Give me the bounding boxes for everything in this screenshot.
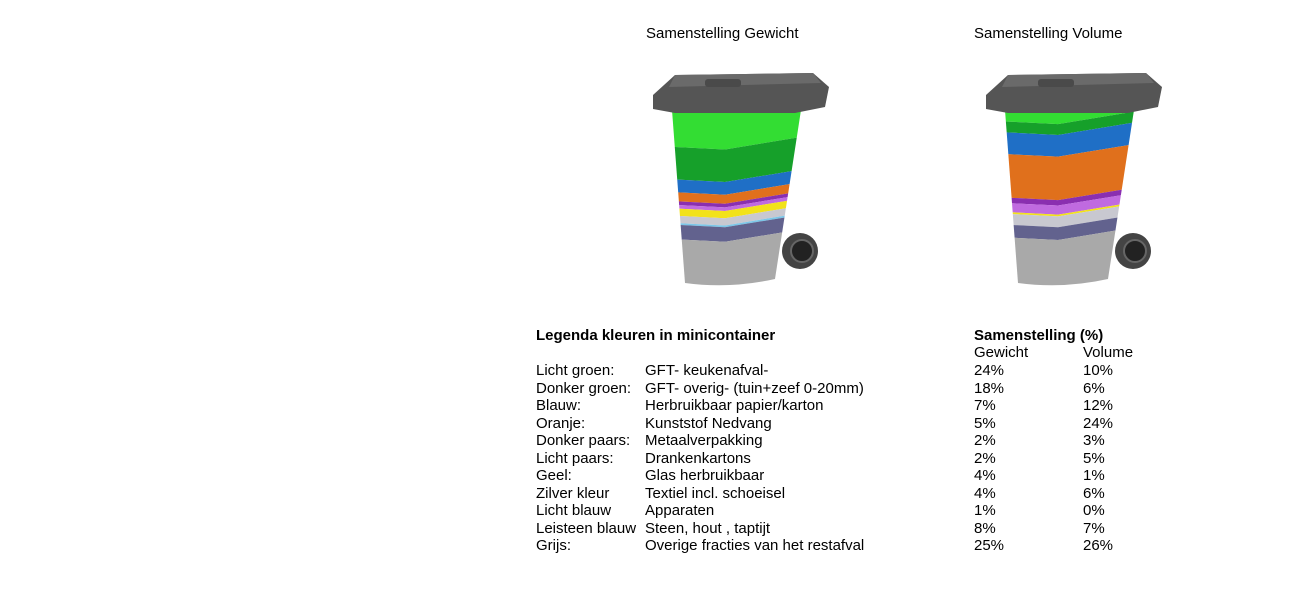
- layer-6: [1005, 187, 1134, 215]
- layer-3: [672, 164, 801, 195]
- volume-value: 7%: [1083, 519, 1105, 537]
- layer-10: [1005, 209, 1134, 240]
- layer-9: [672, 207, 801, 228]
- wheel-hub: [790, 239, 814, 263]
- legend-color-name: Licht groen:: [536, 362, 615, 379]
- layer-4: [1005, 138, 1134, 201]
- layer-1: [672, 110, 801, 150]
- legend-color-name: Oranje:: [536, 414, 586, 432]
- volume-value: 6%: [1083, 379, 1105, 397]
- legend-fraction: Apparaten: [645, 502, 715, 519]
- layer-7: [672, 192, 801, 219]
- weight-value: 24%: [974, 362, 1005, 379]
- legend-color-name: Donker paars:: [536, 432, 631, 449]
- legend-color-name: Grijs:: [536, 537, 571, 554]
- bin-lid-handle: [1038, 79, 1074, 87]
- layer-8: [1005, 198, 1134, 228]
- weight-value: 4%: [974, 467, 996, 484]
- volume-value: 5%: [1083, 449, 1105, 467]
- volume-value: 10%: [1083, 362, 1114, 379]
- volume-value: 0%: [1083, 502, 1105, 519]
- legend-color-name: Licht paars:: [536, 449, 614, 467]
- weight-value: 4%: [974, 484, 996, 502]
- legend-color-name: Donker groen:: [536, 379, 632, 397]
- container-volume-illustration: [986, 73, 1162, 286]
- legend-fraction: GFT- keukenafval-: [645, 362, 769, 379]
- bin-title-weight: Samenstelling Gewicht: [646, 25, 799, 42]
- volume-value: 6%: [1083, 484, 1105, 502]
- layer-2: [672, 131, 801, 183]
- legend-color-name: Blauw:: [536, 397, 582, 414]
- legend-title: Legenda kleuren in minicontainer: [536, 327, 776, 344]
- legend-fraction: Kunststof Nedvang: [645, 414, 772, 432]
- legend-fraction: Textiel incl. schoeisel: [645, 484, 786, 502]
- volume-value: 12%: [1083, 397, 1114, 414]
- volume-value: 26%: [1083, 537, 1114, 554]
- weight-value: 2%: [974, 432, 996, 449]
- weight-value: 18%: [974, 379, 1005, 397]
- weight-value: 7%: [974, 397, 996, 414]
- weight-value: 5%: [974, 414, 996, 432]
- container-weight-illustration: [653, 73, 829, 286]
- volume-value: 3%: [1083, 432, 1105, 449]
- bin-lid-handle: [705, 79, 741, 87]
- layer-3: [1005, 116, 1134, 157]
- composition-title: Samenstelling (%): [974, 327, 1104, 344]
- bin-title-volume: Samenstelling Volume: [974, 25, 1123, 42]
- wheel-hub: [1123, 239, 1147, 263]
- column-volume-header: Volume: [1083, 344, 1134, 361]
- volume-value: 24%: [1083, 414, 1114, 432]
- column-weight-header: Gewicht: [974, 344, 1029, 361]
- legend-color-name: Leisteen blauw: [536, 519, 637, 537]
- legend-fraction: Overige fracties van het restafval: [645, 537, 865, 554]
- legend-fraction: Steen, hout , taptijt: [645, 519, 771, 537]
- legend-fraction: Drankenkartons: [645, 449, 751, 467]
- legend-fraction: Metaalverpakking: [645, 432, 763, 449]
- bin-layers: [1005, 110, 1134, 286]
- weight-value: 25%: [974, 537, 1005, 554]
- layer-6: [672, 189, 801, 211]
- layer-4: [672, 176, 801, 204]
- legend-fraction: Glas herbruikbaar: [645, 467, 765, 484]
- volume-value: 1%: [1083, 467, 1105, 484]
- legend-fraction: Herbruikbaar papier/karton: [645, 397, 824, 414]
- legend-color-name: Geel:: [536, 467, 572, 484]
- layer-5: [1005, 182, 1134, 206]
- layer-2: [1005, 110, 1134, 135]
- weight-value: 1%: [974, 502, 996, 519]
- layer-5: [672, 185, 801, 208]
- layer-1: [1005, 110, 1134, 125]
- weight-value: 8%: [974, 519, 996, 537]
- layer-7: [1005, 196, 1134, 217]
- legend-color-name: Licht blauw: [536, 502, 612, 519]
- weight-value: 2%: [974, 449, 996, 467]
- legend-fraction: GFT- overig- (tuin+zeef 0-20mm): [645, 379, 864, 397]
- layer-8: [672, 200, 801, 226]
- legend-color-name: Zilver kleur: [536, 484, 610, 502]
